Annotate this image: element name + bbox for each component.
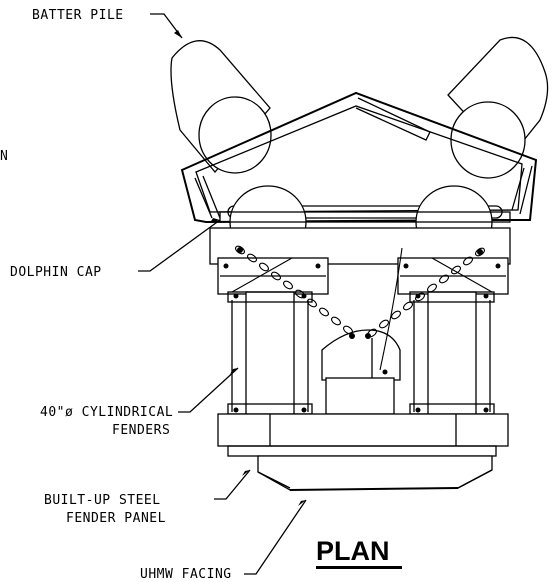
label-batter-pile: BATTER PILE bbox=[32, 8, 124, 23]
label-fender-panel-2: FENDER PANEL bbox=[66, 511, 166, 526]
label-cylindrical-fenders-1: 40"ø CYLINDRICAL bbox=[40, 405, 173, 420]
label-side-partial: N bbox=[0, 149, 8, 164]
fender-panel bbox=[257, 455, 493, 491]
view-title: PLAN bbox=[316, 536, 390, 566]
fender-frame-upper bbox=[209, 227, 511, 295]
center-bracket bbox=[321, 329, 401, 415]
cylindrical-fender-left bbox=[227, 291, 313, 417]
bolts bbox=[223, 247, 501, 413]
view-title-underline bbox=[316, 566, 402, 569]
cylindrical-fender-right bbox=[409, 291, 495, 417]
label-fender-panel-1: BUILT-UP STEEL bbox=[44, 493, 161, 508]
leader-lines bbox=[138, 13, 307, 575]
leader-arrowheads bbox=[174, 30, 306, 506]
label-cylindrical-fenders-2: FENDERS bbox=[112, 423, 170, 438]
batter-pile-right bbox=[447, 36, 549, 179]
fender-frame-lower bbox=[217, 413, 509, 457]
chain-right bbox=[367, 247, 485, 338]
chain-cross bbox=[231, 247, 493, 371]
label-dolphin-cap: DOLPHIN CAP bbox=[10, 265, 102, 280]
label-uhmw-facing: UHMW FACING bbox=[140, 567, 232, 582]
chain-left bbox=[235, 245, 353, 335]
